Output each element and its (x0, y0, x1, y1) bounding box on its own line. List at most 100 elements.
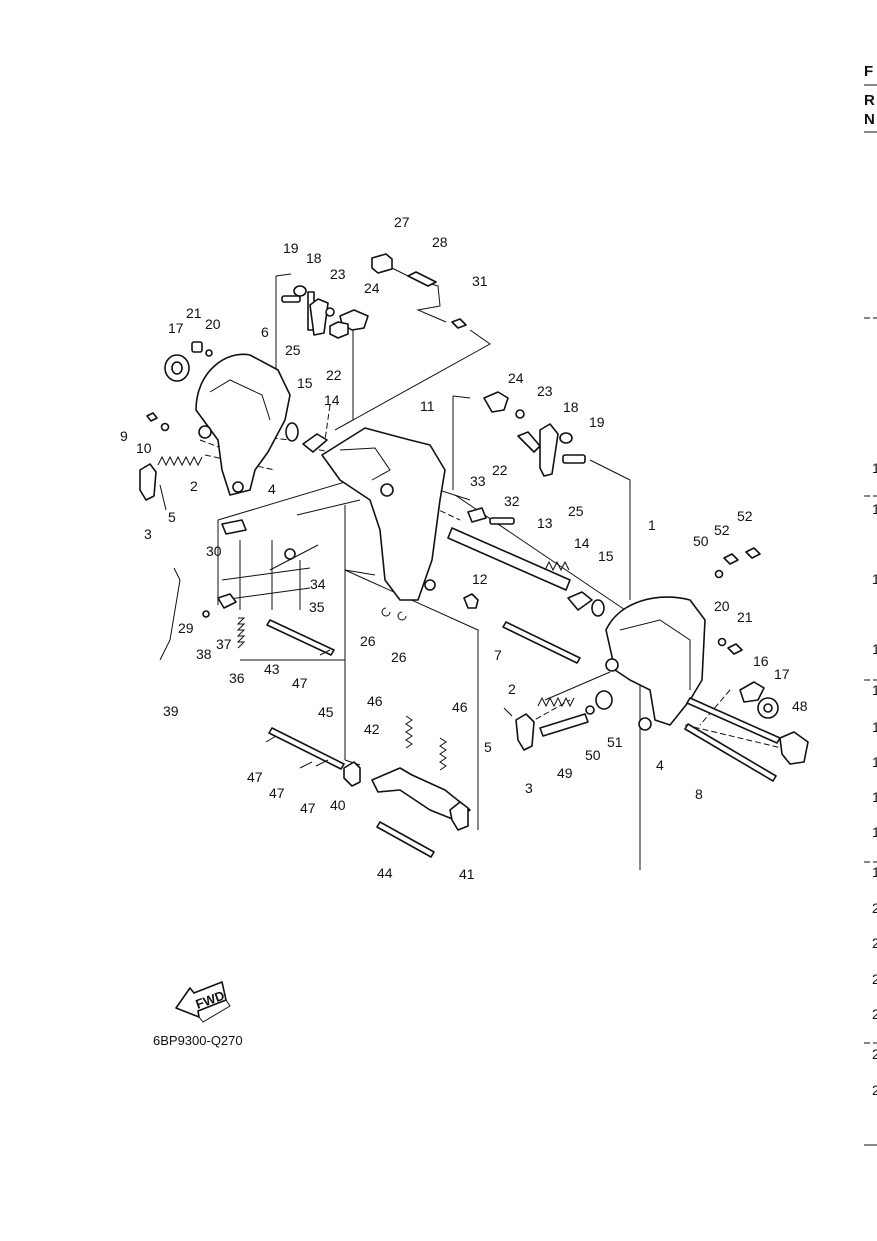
edge-num: 1 (872, 682, 877, 698)
label-22: 22 (326, 367, 342, 383)
label-23: 23 (330, 266, 346, 282)
label-2: 2 (190, 478, 198, 494)
edge-num: 1 (872, 460, 877, 476)
label-52: 52 (737, 508, 753, 524)
label-14: 14 (324, 392, 340, 408)
edge-num: 2 (872, 971, 877, 987)
label-49: 49 (557, 765, 573, 781)
label-7: 7 (494, 647, 502, 663)
label-34: 34 (310, 576, 326, 592)
edge-num: 1 (872, 789, 877, 805)
label-16: 16 (753, 653, 769, 669)
label-5: 5 (168, 509, 176, 525)
label-37: 37 (216, 636, 232, 652)
label-30: 30 (206, 543, 222, 559)
label-26: 26 (360, 633, 376, 649)
label-17: 17 (168, 320, 184, 336)
label-15: 15 (297, 375, 313, 391)
label-20: 20 (205, 316, 221, 332)
right-edge-cutoff: F R N 1 1 1 1 1 1 1 1 1 1 2 2 2 2 2 2 (864, 63, 877, 1146)
label-20: 20 (714, 598, 730, 614)
label-21: 21 (186, 305, 202, 321)
label-24: 24 (364, 280, 380, 296)
edge-num: 1 (872, 501, 877, 517)
label-15: 15 (598, 548, 614, 564)
label-17: 17 (774, 666, 790, 682)
label-4: 4 (268, 481, 276, 497)
edge-header-r: R (864, 92, 875, 109)
fwd-arrow-icon: FWD (175, 981, 231, 1023)
label-47: 47 (247, 769, 263, 785)
label-19: 19 (589, 414, 605, 430)
label-4: 4 (656, 757, 664, 773)
edge-num: 1 (872, 641, 877, 657)
leader-lines (199, 273, 791, 870)
label-43: 43 (264, 661, 280, 677)
label-44: 44 (377, 865, 393, 881)
label-51: 51 (607, 734, 623, 750)
label-18: 18 (306, 250, 322, 266)
edge-num: 1 (872, 864, 877, 880)
edge-num: 2 (872, 1046, 877, 1062)
label-26: 26 (391, 649, 407, 665)
label-18: 18 (563, 399, 579, 415)
label-11: 11 (420, 398, 435, 414)
edge-num: 1 (872, 571, 877, 587)
label-46: 46 (452, 699, 468, 715)
label-48: 48 (792, 698, 808, 714)
edge-num: 2 (872, 935, 877, 951)
edge-num: 2 (872, 900, 877, 916)
label-33: 33 (470, 473, 486, 489)
label-8: 8 (695, 786, 703, 802)
label-46: 46 (367, 693, 383, 709)
label-27: 27 (394, 214, 410, 230)
label-39: 39 (163, 703, 179, 719)
label-24: 24 (508, 370, 524, 386)
edge-num: 1 (872, 754, 877, 770)
label-31: 31 (472, 273, 488, 289)
edge-num: 2 (872, 1082, 877, 1098)
label-19: 19 (283, 240, 299, 256)
label-2: 2 (508, 681, 516, 697)
label-47: 47 (292, 675, 308, 691)
label-23: 23 (537, 383, 553, 399)
label-50: 50 (693, 533, 709, 549)
edge-header-n: N (864, 111, 875, 128)
label-29: 29 (178, 620, 194, 636)
label-21: 21 (737, 609, 753, 625)
label-3: 3 (144, 526, 152, 542)
label-22: 22 (492, 462, 508, 478)
label-50: 50 (585, 747, 601, 763)
label-47: 47 (300, 800, 316, 816)
label-47: 47 (269, 785, 285, 801)
label-52: 52 (714, 522, 730, 538)
label-36: 36 (229, 670, 245, 686)
label-38: 38 (196, 646, 212, 662)
label-1: 1 (648, 517, 656, 533)
edge-num: 2 (872, 1006, 877, 1022)
label-6: 6 (261, 324, 269, 340)
label-12: 12 (472, 571, 488, 587)
label-3: 3 (525, 780, 533, 796)
label-40: 40 (330, 797, 346, 813)
label-32: 32 (504, 493, 520, 509)
label-14: 14 (574, 535, 590, 551)
label-13: 13 (537, 515, 553, 531)
label-25: 25 (285, 342, 301, 358)
label-25: 25 (568, 503, 584, 519)
label-45: 45 (318, 704, 334, 720)
drawing-code: 6BP9300-Q270 (153, 1033, 243, 1048)
label-42: 42 (364, 721, 380, 737)
part-drawings (139, 253, 809, 858)
edge-num: 1 (872, 719, 877, 735)
label-35: 35 (309, 599, 325, 615)
label-10: 10 (136, 440, 152, 456)
label-41: 41 (459, 866, 475, 882)
label-28: 28 (432, 234, 448, 250)
label-9: 9 (120, 428, 128, 444)
edge-header-f: F (864, 63, 873, 80)
label-5: 5 (484, 739, 492, 755)
callout-labels: 27 28 19 18 23 24 31 21 20 17 6 25 22 15… (120, 214, 808, 882)
edge-num: 1 (872, 824, 877, 840)
